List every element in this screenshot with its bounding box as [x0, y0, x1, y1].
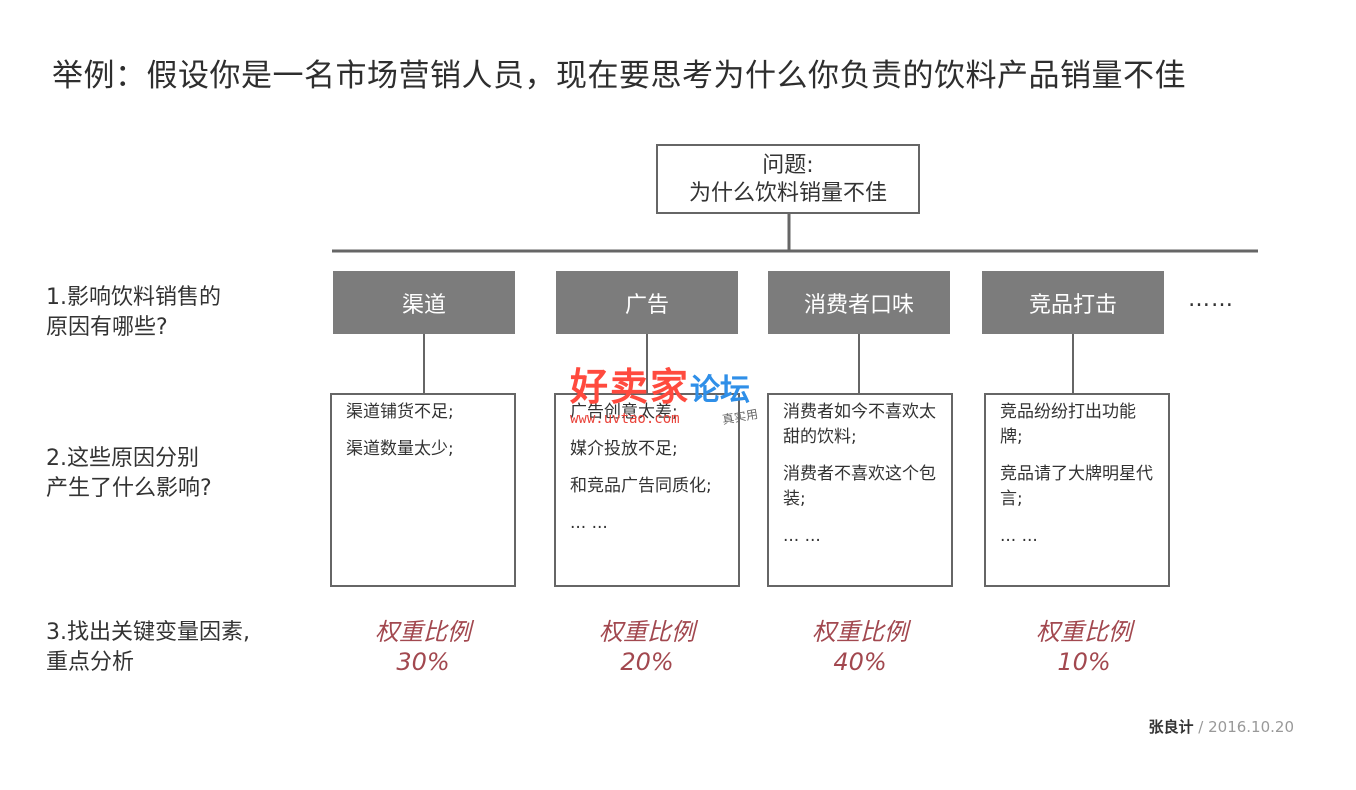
- category-taste: 消费者口味: [768, 271, 950, 334]
- weight-ad: 权重比例 20%: [554, 617, 740, 677]
- weight-taste: 权重比例 40%: [767, 617, 953, 677]
- problem-text: 为什么饮料销量不佳: [688, 181, 887, 206]
- forum-watermark: 好卖家论坛: [570, 356, 750, 411]
- row-label-causes-line1: 1.影响饮料销售的: [46, 285, 221, 310]
- problem-box: 问题: 为什么饮料销量不佳: [656, 144, 920, 214]
- weight-competitor: 权重比例 10%: [991, 617, 1177, 677]
- row-label-key-factors-line2: 重点分析: [46, 650, 135, 675]
- effect-item: ... ...: [1000, 526, 1038, 546]
- effect-item: 竞品请了大牌明星代言;: [1000, 464, 1153, 509]
- effect-item: 消费者如今不喜欢太甜的饮料;: [783, 402, 936, 447]
- effects-taste: 消费者如今不喜欢太甜的饮料; 消费者不喜欢这个包装; ... ...: [767, 393, 953, 587]
- effect-item: ... ...: [570, 513, 608, 533]
- page-title: 举例：假设你是一名市场营销人员，现在要思考为什么你负责的饮料产品销量不佳: [52, 58, 1186, 94]
- effect-item: 广告创意太差;: [570, 402, 678, 422]
- effect-item: ... ...: [783, 526, 821, 546]
- weight-value: 20%: [620, 648, 674, 676]
- more-categories-ellipsis: ……: [1188, 287, 1234, 312]
- weight-value: 10%: [1057, 648, 1111, 676]
- row-label-effects-line1: 2.这些原因分别: [46, 446, 199, 471]
- weight-value: 40%: [833, 648, 887, 676]
- weight-label: 权重比例: [599, 618, 695, 646]
- category-competitor: 竞品打击: [982, 271, 1164, 334]
- effect-item: 渠道数量太少;: [346, 439, 454, 459]
- author-name: 张良计: [1148, 718, 1194, 736]
- row-label-causes: 1.影响饮料销售的 原因有哪些?: [46, 283, 221, 343]
- category-ad: 广告: [556, 271, 738, 334]
- effect-item: 消费者不喜欢这个包装;: [783, 464, 936, 509]
- row-label-effects: 2.这些原因分别 产生了什么影响?: [46, 444, 212, 504]
- author-signature: 张良计 / 2016.10.20: [1149, 716, 1295, 737]
- effect-item: 渠道铺货不足;: [346, 402, 454, 422]
- category-channel: 渠道: [333, 271, 515, 334]
- row-label-key-factors: 3.找出关键变量因素, 重点分析: [46, 618, 250, 678]
- effects-ad: 广告创意太差; 媒介投放不足; 和竞品广告同质化; ... ...: [554, 393, 740, 587]
- weight-label: 权重比例: [812, 618, 908, 646]
- signature-date: / 2016.10.20: [1193, 718, 1294, 736]
- row-label-key-factors-line1: 3.找出关键变量因素,: [46, 620, 250, 645]
- row-label-effects-line2: 产生了什么影响?: [46, 476, 212, 501]
- effect-item: 和竞品广告同质化;: [570, 476, 712, 496]
- weight-value: 30%: [396, 648, 450, 676]
- watermark-main-text: 好卖家: [570, 365, 691, 409]
- row-label-causes-line2: 原因有哪些?: [46, 315, 168, 340]
- watermark-url: www.uvtao.com: [570, 411, 680, 427]
- weight-label: 权重比例: [375, 618, 471, 646]
- effects-competitor: 竞品纷纷打出功能牌; 竞品请了大牌明星代言; ... ...: [984, 393, 1170, 587]
- effect-item: 媒介投放不足;: [570, 439, 678, 459]
- effects-channel: 渠道铺货不足; 渠道数量太少;: [330, 393, 516, 587]
- problem-label: 问题:: [762, 153, 814, 178]
- weight-channel: 权重比例 30%: [330, 617, 516, 677]
- effect-item: 竞品纷纷打出功能牌;: [1000, 402, 1136, 447]
- weight-label: 权重比例: [1036, 618, 1132, 646]
- watermark-sub-text: 论坛: [690, 373, 751, 408]
